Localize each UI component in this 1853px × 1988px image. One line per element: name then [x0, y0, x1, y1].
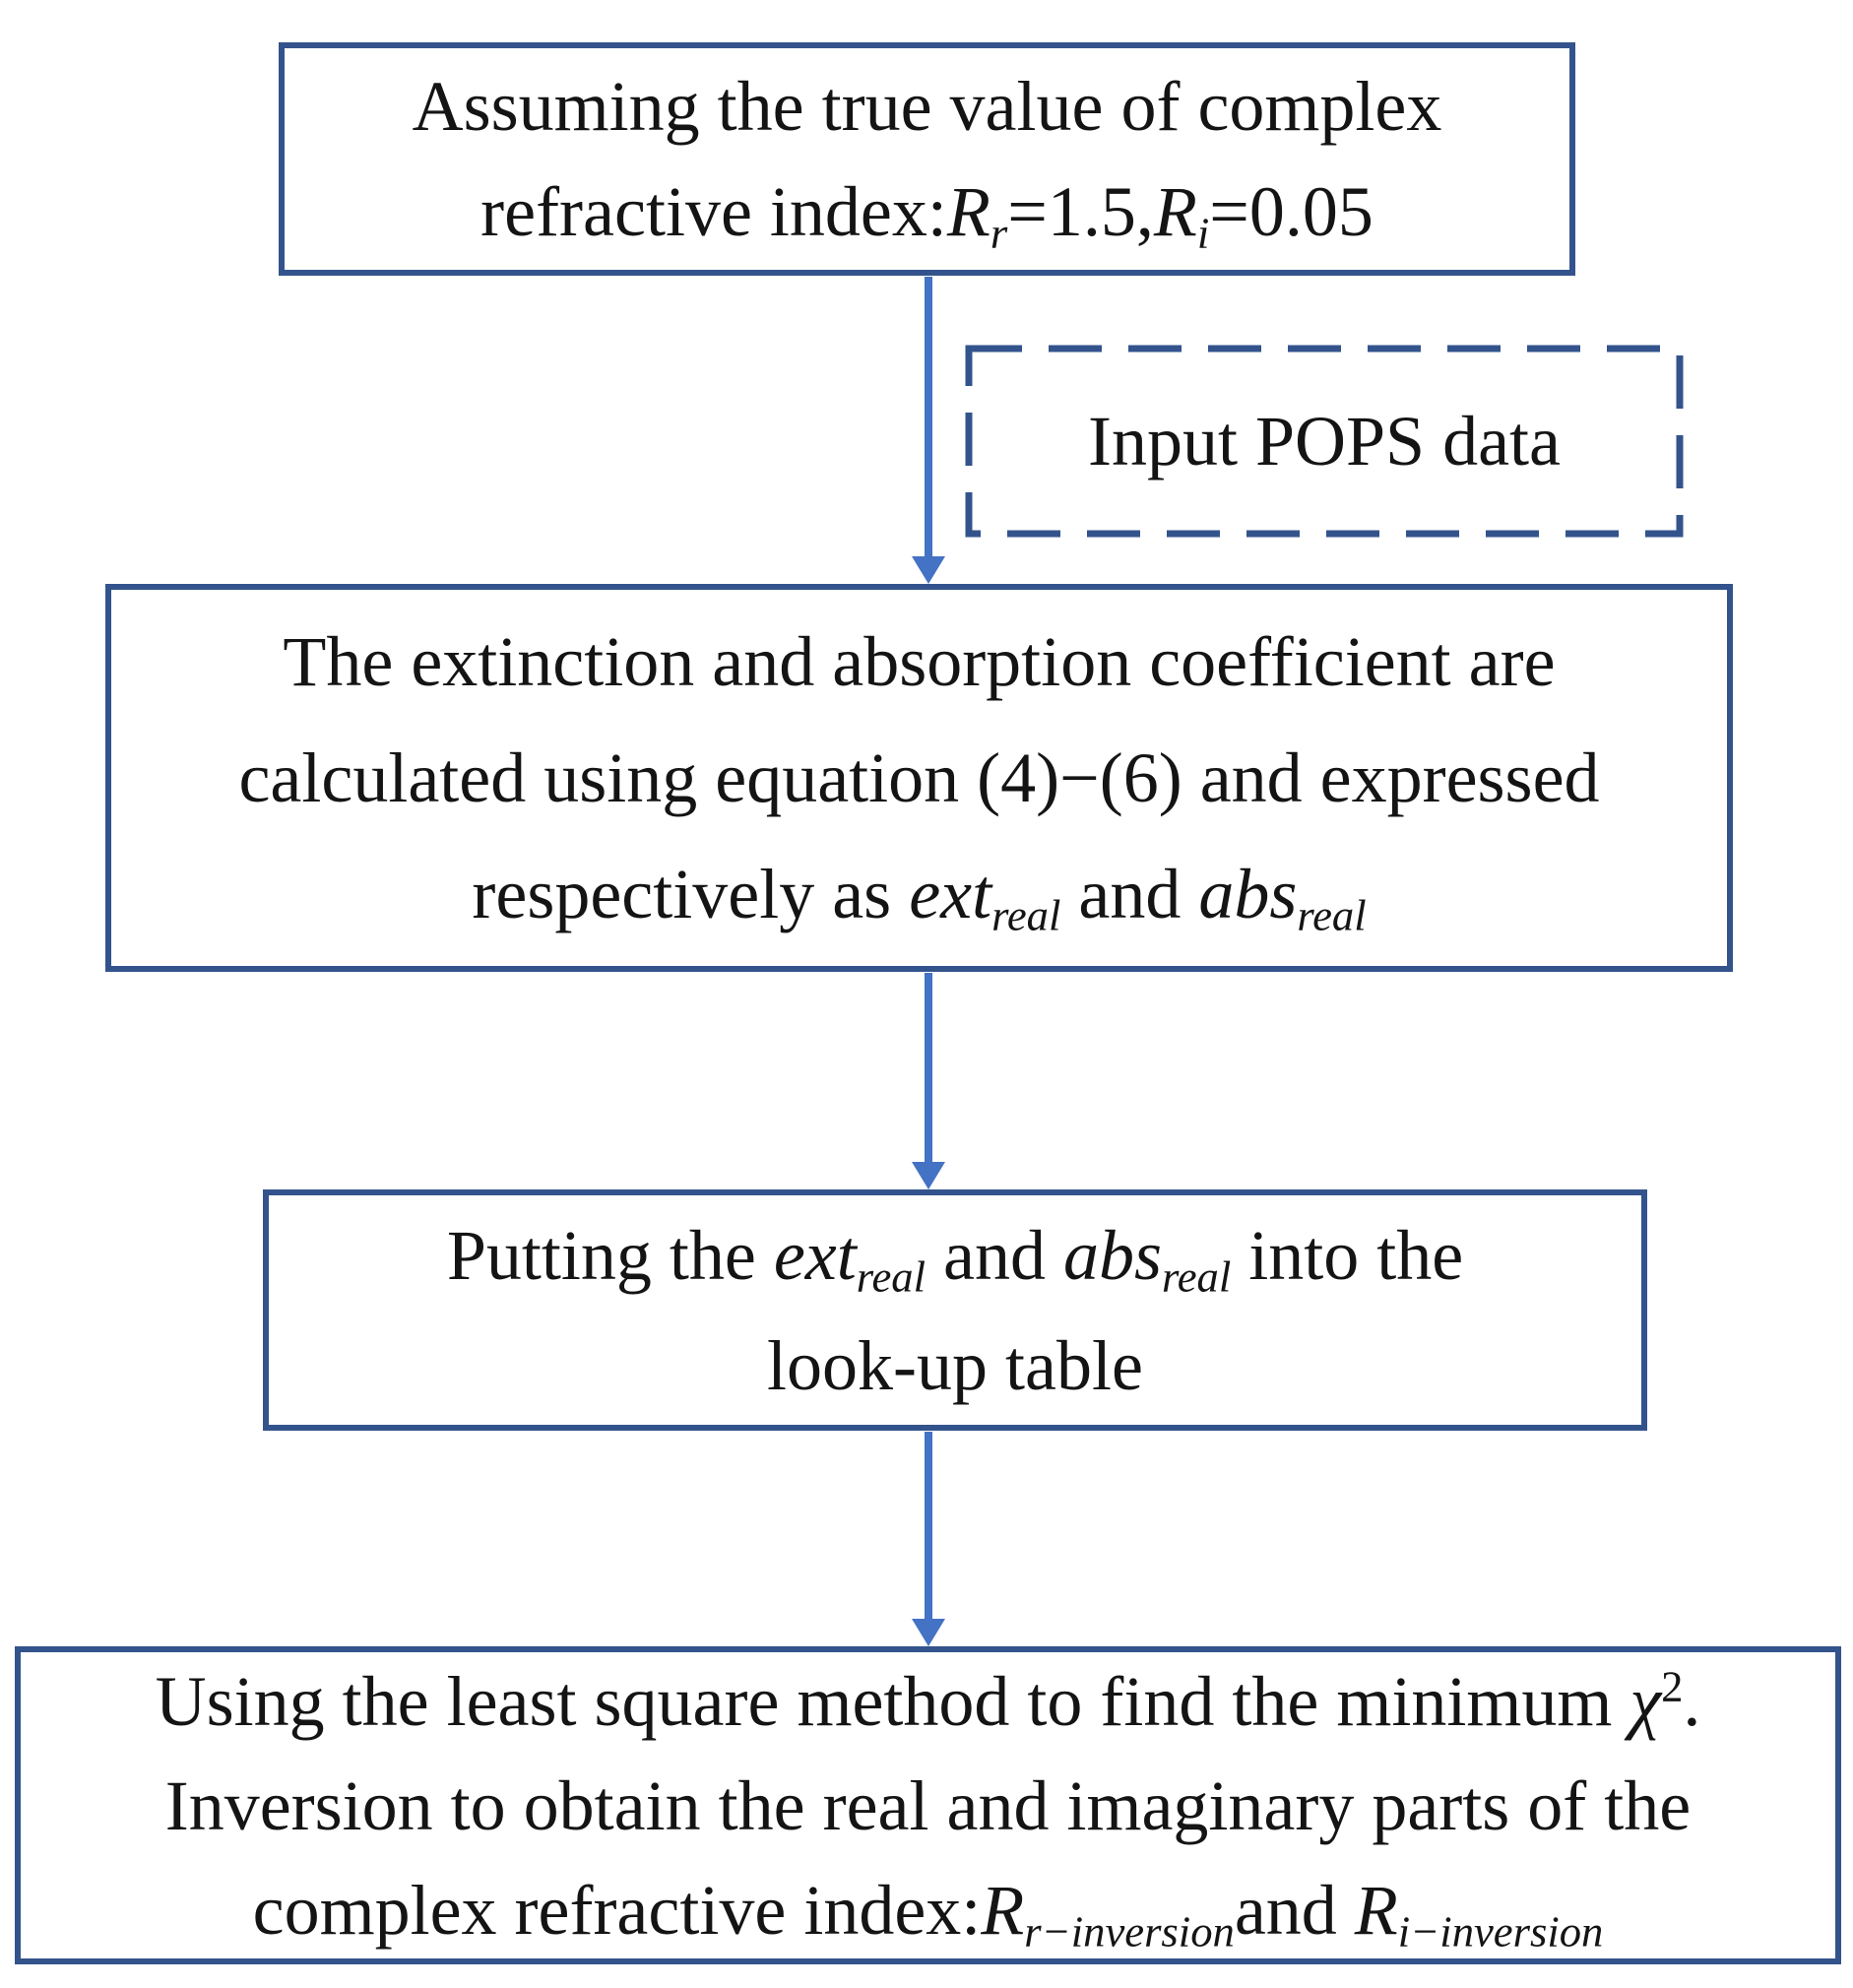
- arrow-shaft: [925, 973, 932, 1162]
- flow-arrow-lookup-to-inversion: [912, 1432, 945, 1646]
- box-text-line: Putting the extreal and absreal into the: [446, 1215, 1464, 1301]
- flow-arrow-assume-to-calculate: [912, 277, 945, 584]
- flowchart-box-calculate-coefficients: The extinction and absorption coefficien…: [105, 584, 1733, 972]
- box-text-line: Input POPS data: [1087, 402, 1562, 481]
- box-text-line: look-up table: [767, 1325, 1143, 1405]
- flowchart-box-least-square-inversion: Using the least square method to find th…: [15, 1646, 1841, 1964]
- box-text-line: Inversion to obtain the real and imagina…: [164, 1765, 1692, 1845]
- box-text-line: The extinction and absorption coefficien…: [283, 622, 1556, 701]
- arrow-shaft: [925, 277, 932, 556]
- box-text-line: Assuming the true value of complex: [412, 66, 1442, 146]
- box-text-line: Using the least square method to find th…: [155, 1660, 1701, 1741]
- arrowhead-down-icon: [912, 556, 945, 584]
- box-text-line: calculated using equation (4)−(6) and ex…: [238, 738, 1600, 817]
- box-text-line: refractive index:Rr=1.5,Ri=0.05: [480, 171, 1374, 257]
- flowchart-box-assume-refractive-index: Assuming the true value of complex refra…: [279, 42, 1575, 276]
- dashed-border: [965, 345, 1684, 538]
- arrow-shaft: [925, 1432, 932, 1619]
- arrowhead-down-icon: [912, 1162, 945, 1189]
- box-text-line: respectively as extreal and absreal: [472, 855, 1367, 940]
- box-text-line: complex refractive index:Rr−inversionand…: [252, 1870, 1604, 1956]
- flowchart-box-input-pops-data: Input POPS data: [965, 345, 1684, 538]
- flowchart-box-lookup-table: Putting the extreal and absreal into the…: [263, 1189, 1647, 1431]
- flow-arrow-calculate-to-lookup: [912, 973, 945, 1189]
- arrowhead-down-icon: [912, 1619, 945, 1646]
